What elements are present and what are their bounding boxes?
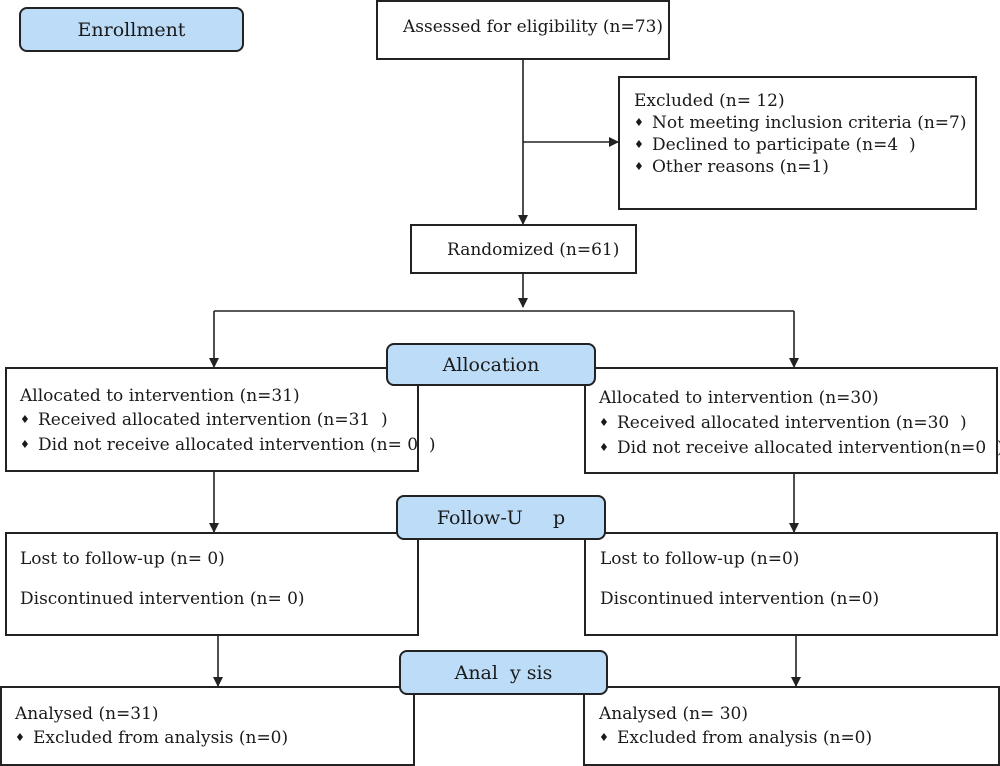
- assessed-text: Assessed for eligibility (n=73): [403, 17, 664, 37]
- left-followup-box: Lost to follow-up (n= 0) Discontinued in…: [5, 532, 419, 636]
- left-analysis-box: Analysed (n=31) ♦Excluded from analysis …: [0, 686, 415, 766]
- randomized-box: Randomized (n=61): [410, 224, 637, 274]
- left-allocated-item: ♦Did not receive allocated intervention …: [20, 435, 436, 455]
- followup-label: Follow-U p: [436, 506, 566, 529]
- right-analysis-item: ♦Excluded from analysis (n=0): [599, 728, 873, 748]
- right-allocated-title: Allocated to intervention (n=30): [599, 388, 879, 408]
- bullet-icon: ♦: [634, 116, 644, 129]
- left-allocation-box: Allocated to intervention (n=31) ♦Receiv…: [5, 367, 435, 472]
- enrollment-label: Enrollment: [77, 18, 186, 41]
- bullet-icon: ♦: [20, 438, 30, 451]
- bullet-icon: ♦: [20, 413, 30, 426]
- bullet-icon: ♦: [599, 416, 609, 429]
- right-allocated-item: ♦Received allocated intervention (n=30 ): [599, 413, 967, 433]
- analysis-label: Anal y sis: [454, 661, 553, 684]
- bullet-icon: ♦: [634, 138, 644, 151]
- allocation-label: Allocation: [442, 353, 540, 376]
- right-lost-text: Lost to follow-up (n=0): [600, 549, 800, 569]
- excluded-item: ♦Not meeting inclusion criteria (n=7): [634, 113, 967, 133]
- assessed-box: Assessed for eligibility (n=73): [376, 0, 670, 60]
- left-analysis-item: ♦Excluded from analysis (n=0): [15, 728, 289, 748]
- right-analysed-title: Analysed (n= 30): [599, 704, 748, 724]
- right-analysis-box: Analysed (n= 30) ♦Excluded from analysis…: [583, 686, 1000, 766]
- right-followup-box: Lost to follow-up (n=0) Discontinued int…: [584, 532, 998, 636]
- excluded-title: Excluded (n= 12): [634, 91, 785, 111]
- right-allocation-box: Allocated to intervention (n=30) ♦Receiv…: [584, 367, 1000, 474]
- left-allocated-title: Allocated to intervention (n=31): [20, 386, 300, 406]
- randomized-text: Randomized (n=61): [447, 240, 620, 260]
- analysis-stage: Anal y sis: [399, 650, 608, 695]
- right-discontinued-text: Discontinued intervention (n=0): [600, 589, 880, 609]
- allocation-stage: Allocation: [386, 343, 596, 386]
- excluded-item: ♦Other reasons (n=1): [634, 157, 829, 177]
- left-analysed-title: Analysed (n=31): [15, 704, 159, 724]
- left-allocated-item: ♦Received allocated intervention (n=31 ): [20, 410, 388, 430]
- excluded-box: Excluded (n= 12) ♦Not meeting inclusion …: [618, 76, 977, 210]
- bullet-icon: ♦: [634, 160, 644, 173]
- followup-stage: Follow-U p: [396, 495, 606, 540]
- bullet-icon: ♦: [599, 441, 609, 454]
- bullet-icon: ♦: [15, 731, 25, 744]
- left-discontinued-text: Discontinued intervention (n= 0): [20, 589, 305, 609]
- right-allocated-item: ♦Did not receive allocated intervention(…: [599, 438, 1000, 458]
- excluded-item: ♦Declined to participate (n=4 ): [634, 135, 916, 155]
- enrollment-stage: Enrollment: [19, 7, 244, 52]
- bullet-icon: ♦: [599, 731, 609, 744]
- left-lost-text: Lost to follow-up (n= 0): [20, 549, 225, 569]
